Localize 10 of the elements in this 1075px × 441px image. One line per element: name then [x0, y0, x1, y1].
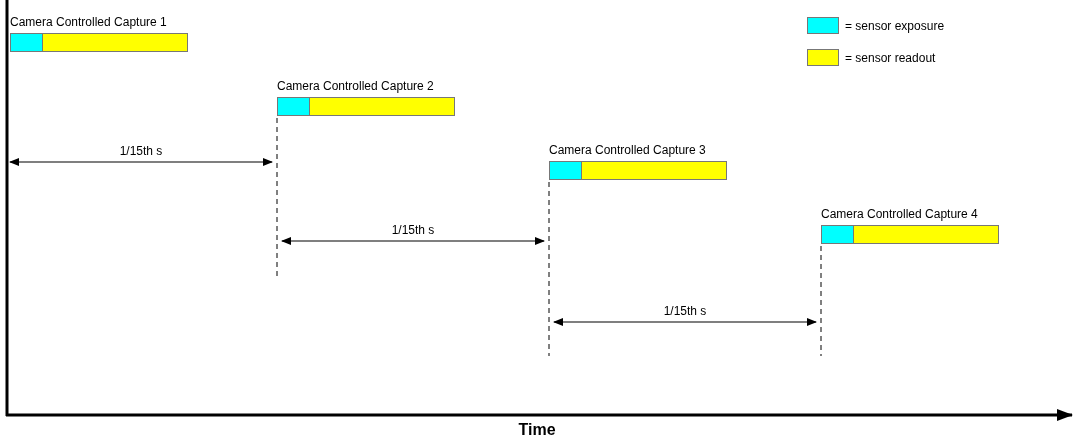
legend-label: = sensor readout — [845, 51, 936, 65]
duration-label: 1/15th s — [663, 304, 707, 318]
legend-label: = sensor exposure — [845, 19, 945, 33]
duration-label: 1/15th s — [119, 144, 163, 158]
capture-heading: Camera Controlled Capture 2 — [277, 79, 434, 93]
capture-heading: Camera Controlled Capture 3 — [549, 143, 706, 157]
capture-heading: Camera Controlled Capture 1 — [10, 15, 167, 29]
duration-label: 1/15th s — [391, 223, 435, 237]
axis-title: Time — [518, 421, 556, 439]
capture-heading: Camera Controlled Capture 4 — [821, 207, 978, 221]
